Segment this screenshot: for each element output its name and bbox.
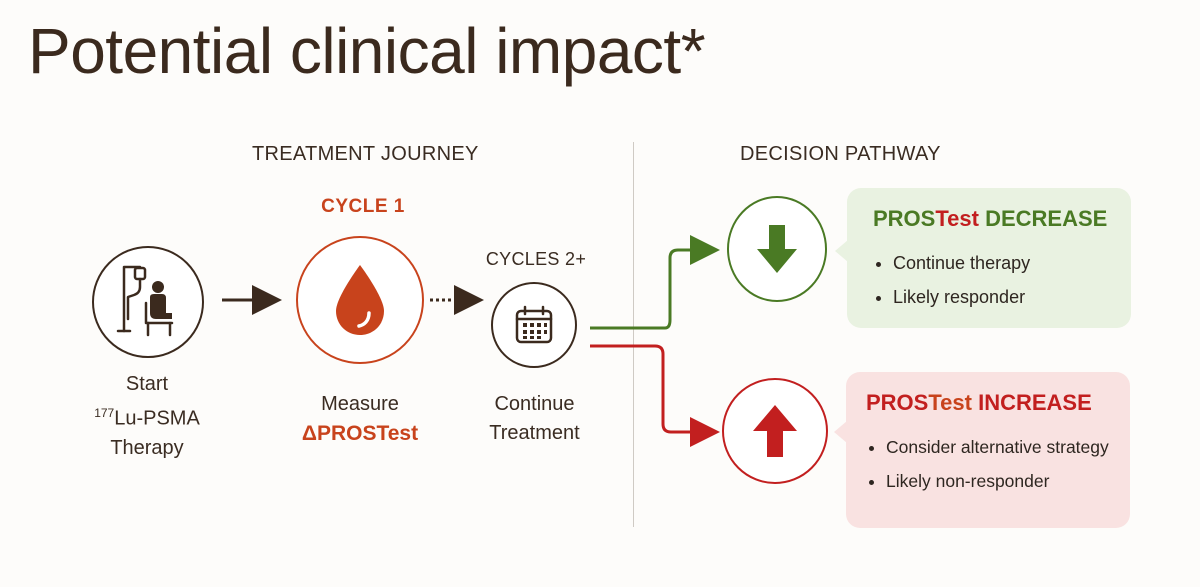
delta-prostest-text: ΔPROSTest	[301, 422, 419, 445]
decrease-title: PROSTest DECREASE	[873, 206, 1109, 232]
decrease-bullet-1: Continue therapy	[893, 246, 1109, 280]
decrease-title-pros: PROS	[873, 206, 936, 231]
decrease-box-tail	[835, 240, 848, 262]
arrow-up-icon	[753, 405, 797, 457]
start-therapy-circle	[92, 246, 204, 358]
cycles2-label: CYCLES 2+	[485, 249, 587, 269]
increase-title-test: Test	[928, 390, 972, 415]
arrow-down-icon	[757, 225, 797, 273]
increase-circle	[722, 378, 828, 484]
decrease-bullet-2: Likely responder	[893, 280, 1109, 314]
increase-title: PROSTest INCREASE	[866, 390, 1108, 416]
increase-bullet-1: Consider alternative strategy	[886, 430, 1109, 464]
iv-therapy-patient-icon	[116, 265, 174, 337]
decrease-box: PROSTest DECREASE Continue therapy Likel…	[847, 188, 1131, 328]
cycle1-label: CYCLE 1	[321, 196, 405, 217]
cycle1-text-line1: Measure	[321, 393, 399, 415]
increase-title-word: INCREASE	[971, 390, 1092, 415]
start-label-line1: Start	[125, 373, 169, 395]
green-path-arrow	[590, 235, 720, 330]
decrease-title-word: DECREASE	[978, 206, 1108, 231]
decrease-title-test: Test	[935, 206, 979, 231]
start-label-line2: 177Lu-PSMA	[72, 399, 222, 434]
cycles2-text: Continue Treatment	[462, 390, 607, 448]
decrease-circle	[727, 196, 827, 302]
cycles2-text-line2: Treatment	[489, 422, 580, 444]
lu-isotope-superscript: 177	[94, 406, 115, 420]
decision-pathway-heading: DECISION PATHWAY	[740, 143, 941, 165]
calendar-icon	[515, 305, 553, 344]
lu-psma-text: Lu-PSMA	[114, 407, 200, 430]
cycles2-circle	[491, 282, 577, 368]
increase-bullet-2: Likely non-responder	[886, 464, 1108, 498]
increase-box: PROSTest INCREASE Consider alternative s…	[846, 372, 1130, 528]
cycles2-text-line1: Continue	[494, 393, 575, 415]
increase-box-tail	[834, 421, 847, 443]
red-path-arrow	[590, 344, 720, 447]
cycle1-circle	[296, 236, 424, 364]
increase-title-pros: PROS	[866, 390, 929, 415]
start-label-line3: Therapy	[110, 436, 184, 459]
section-divider	[633, 142, 634, 527]
start-label: Start 177Lu-PSMA Therapy	[72, 370, 222, 463]
treatment-journey-heading: TREATMENT JOURNEY	[252, 143, 479, 165]
blood-drop-icon	[336, 265, 384, 335]
page-title: Potential clinical impact*	[28, 15, 706, 87]
cycle1-text: Measure ΔPROSTest	[285, 390, 435, 448]
